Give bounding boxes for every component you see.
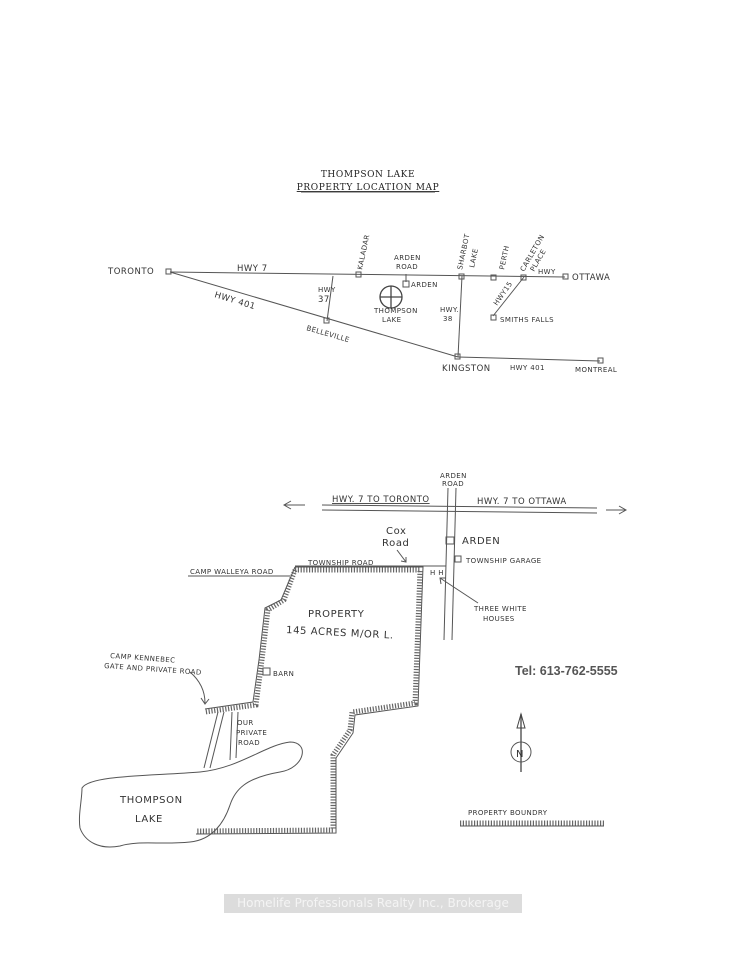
thompson-lake-label-1: THOMPSON bbox=[373, 307, 418, 315]
hwy401-west-line bbox=[169, 271, 459, 358]
hwy38-label-1: HWY. bbox=[440, 306, 459, 314]
hwy37-label-2: 37 bbox=[318, 295, 330, 305]
location-map-title: THOMPSON LAKE bbox=[321, 170, 415, 180]
hwy37-label-1: HWY bbox=[318, 286, 336, 294]
perth-label: PERTH bbox=[498, 245, 511, 271]
cox-road-arrow bbox=[396, 549, 407, 563]
hwy7-road bbox=[282, 500, 628, 515]
telephone-number: Tel: 613-762-5555 bbox=[515, 664, 618, 678]
thompson-lake-label-2: LAKE bbox=[135, 814, 163, 825]
thompson-lake-symbol bbox=[379, 285, 403, 309]
location-map-subtitle: PROPERTY LOCATION MAP bbox=[297, 183, 440, 193]
north-label: N bbox=[516, 749, 524, 760]
township-garage-marker bbox=[454, 555, 462, 563]
our-private-road-label-2: PRIVATE bbox=[236, 729, 267, 737]
three-white-houses-label-1: THREE WHITE bbox=[473, 605, 527, 613]
ottawa-marker bbox=[562, 273, 569, 280]
hwy37-line bbox=[326, 275, 334, 322]
thompson-lake-label-1: THOMPSON bbox=[119, 795, 183, 806]
arden-road-top-label-2: ROAD bbox=[442, 480, 464, 488]
arden-marker bbox=[402, 280, 410, 288]
hwy7-west-label: HWY. 7 TO TORONTO bbox=[332, 495, 430, 505]
hwy401-east-line bbox=[457, 356, 601, 362]
barn-marker bbox=[262, 667, 271, 676]
our-private-road-label-1: OUR bbox=[237, 719, 254, 727]
three-white-houses-arrow bbox=[439, 577, 479, 604]
hwy15-line bbox=[492, 276, 525, 317]
property-label-1: PROPERTY bbox=[308, 609, 365, 620]
private-road bbox=[203, 711, 239, 769]
hwy38-line bbox=[457, 275, 463, 358]
arden-village-marker bbox=[445, 536, 455, 545]
toronto-label: TORONTO bbox=[107, 267, 154, 277]
township-garage-label: TOWNSHIP GARAGE bbox=[465, 557, 541, 565]
arden-road bbox=[443, 487, 457, 641]
hwy401-label: HWY 401 bbox=[213, 290, 256, 312]
north-arrow-icon bbox=[510, 712, 532, 772]
thompson-lake-label-2: LAKE bbox=[382, 316, 401, 324]
montreal-label: MONTREAL bbox=[575, 366, 617, 374]
hwy7-east-label: HWY. 7 TO OTTAWA bbox=[477, 497, 567, 507]
sharbot-lake-marker bbox=[458, 273, 465, 280]
camp-kennebec-label-2: GATE AND PRIVATE ROAD bbox=[104, 662, 202, 677]
three-white-houses-label-2: HOUSES bbox=[483, 615, 515, 623]
kingston-marker bbox=[454, 353, 461, 360]
three-houses-mark: H H bbox=[430, 569, 444, 577]
barn-label: BARN bbox=[273, 670, 294, 678]
kaladar-label: KALADAR bbox=[356, 234, 371, 271]
sharbot-lake-label-2: LAKE bbox=[468, 248, 480, 269]
belleville-marker bbox=[323, 317, 330, 324]
brokerage-watermark: Homelife Professionals Realty Inc., Brok… bbox=[224, 894, 522, 913]
ottawa-label: OTTAWA bbox=[572, 273, 610, 283]
hwy7-label: HWY 7 bbox=[237, 264, 268, 274]
smiths-falls-marker bbox=[490, 314, 497, 321]
toronto-marker bbox=[165, 268, 172, 275]
arden-label: ARDEN bbox=[411, 281, 438, 289]
thompson-lake-shoreline bbox=[78, 741, 303, 848]
hwy7-line bbox=[169, 271, 566, 278]
property-boundary bbox=[195, 567, 423, 834]
belleville-label: BELLEVILLE bbox=[305, 324, 350, 344]
cox-road-label-2: Road bbox=[382, 538, 410, 549]
arden-road-label-1: ARDEN bbox=[394, 254, 421, 262]
perth-marker bbox=[490, 274, 497, 281]
camp-kennebec-arrow bbox=[189, 671, 210, 705]
our-private-road-label-3: ROAD bbox=[238, 739, 260, 747]
kaladar-marker bbox=[355, 271, 362, 278]
property-boundary-outline bbox=[195, 566, 424, 835]
hwy38-label-2: 38 bbox=[443, 315, 453, 323]
hwy-short-label: HWY bbox=[538, 268, 556, 276]
property-label-2: 145 ACRES M/OR L. bbox=[286, 625, 394, 642]
township-road-label: TOWNSHIP ROAD bbox=[307, 559, 374, 567]
kingston-label: KINGSTON bbox=[442, 364, 491, 374]
property-boundary-legend-label: PROPERTY BOUNDRY bbox=[468, 809, 548, 817]
arden-village-label: ARDEN bbox=[462, 536, 500, 547]
cox-road-label-1: Cox bbox=[386, 526, 407, 537]
arden-road-label-2: ROAD bbox=[396, 263, 418, 271]
montreal-marker bbox=[597, 357, 604, 364]
carleton-place-marker bbox=[520, 274, 527, 281]
camp-walleya-road-label: CAMP WALLEYA ROAD bbox=[190, 568, 274, 576]
smiths-falls-label: SMITHS FALLS bbox=[500, 316, 554, 324]
arden-road-top-label-1: ARDEN bbox=[440, 472, 467, 480]
hwy401-east-label: HWY 401 bbox=[510, 364, 545, 372]
